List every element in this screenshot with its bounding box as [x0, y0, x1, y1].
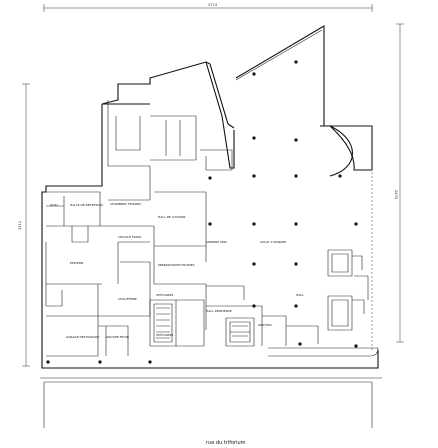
street-label: rue du triforium	[206, 440, 246, 446]
structural-columns	[46, 60, 358, 364]
label-preparations-froides: PREPARATIONS FROIDES	[158, 263, 195, 267]
label-halle-reception: HALLE DE RECEPTION	[70, 203, 103, 207]
label-hall-residence: HALL RESIDENCE	[206, 309, 232, 313]
label-hall: HALL	[296, 293, 304, 297]
label-hall-cuisson: HALL DE CUISSON	[158, 215, 185, 219]
dimension-top: 3714	[208, 3, 218, 7]
service-partitions	[45, 100, 379, 357]
label-chaufferie: CHAUFFERIE	[118, 297, 137, 301]
label-quai: QUAI	[50, 203, 58, 207]
label-cellule-froid: CELLULE FROID	[118, 235, 142, 239]
stair-hatching	[156, 307, 248, 339]
label-arriere-self: ARRIERE SELF	[206, 240, 227, 244]
site-boundary	[40, 377, 382, 428]
label-vestiaires-1: VESTIAIRES	[156, 293, 173, 297]
label-groupe-froid: GROUPE FROID	[106, 335, 130, 339]
label-gestion: GESTION	[258, 323, 271, 327]
label-garage-restaurant: GARAGE RESTAURANT	[66, 335, 100, 339]
dimension-left: 3211	[18, 221, 22, 230]
label-epicerie: EPICERIE	[70, 261, 84, 265]
label-salle-a-manger: SALLE A MANGER	[260, 240, 286, 244]
label-vestiaires-2: VESTIAIRES	[156, 333, 173, 337]
building-outline	[41, 25, 379, 369]
dimension-lines	[22, 4, 404, 367]
label-chambres-froides: CHAMBRES FROIDES	[110, 202, 141, 206]
dimension-right: 2470	[394, 190, 398, 200]
